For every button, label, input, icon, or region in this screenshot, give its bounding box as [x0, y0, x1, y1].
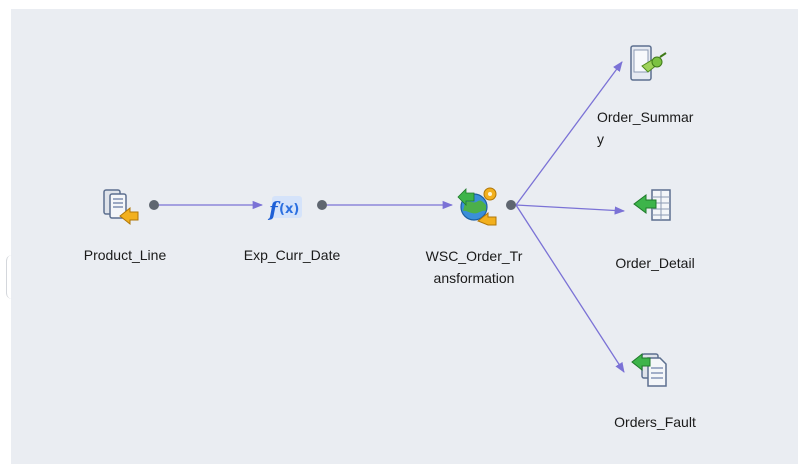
mapping-canvas[interactable] — [11, 9, 798, 464]
edge-wsc-order-to-orders-fault — [515, 204, 625, 373]
node-label-product-line: Product_Line — [83, 247, 167, 263]
node-label-line: ansformation — [433, 270, 515, 286]
source-definition-icon[interactable] — [100, 186, 140, 226]
output-port[interactable] — [317, 200, 327, 210]
node-label-line: WSC_Order_Tr — [425, 248, 523, 264]
node-label-orders-fault: Orders_Fault — [614, 414, 696, 430]
node-label-exp-curr-date: Exp_Curr_Date — [243, 247, 341, 263]
target-file-icon[interactable] — [630, 348, 670, 388]
edge-wsc-order-to-order-summary — [515, 61, 623, 206]
target-table-icon[interactable] — [632, 188, 672, 228]
node-label-wsc-order-transformation: WSC_Order_Tr ansformation — [414, 245, 534, 289]
canvas-scroll-edge — [6, 255, 13, 299]
edge-wsc-order-to-order-detail — [515, 204, 626, 215]
svg-text:(x): (x) — [279, 202, 299, 217]
node-label-line: y — [597, 131, 604, 147]
output-port[interactable] — [149, 200, 159, 210]
node-label-line: Order_Summar — [597, 109, 694, 125]
target-connector-icon[interactable] — [628, 44, 668, 84]
node-label-order-detail: Order_Detail — [615, 255, 695, 271]
svg-text:f: f — [267, 197, 281, 221]
node-label-order-summary: Order_Summar y — [597, 106, 737, 150]
output-port[interactable] — [506, 200, 516, 210]
web-service-consumer-transformation-icon[interactable] — [456, 183, 497, 226]
expression-transformation-icon[interactable]: f (x) — [266, 186, 306, 226]
